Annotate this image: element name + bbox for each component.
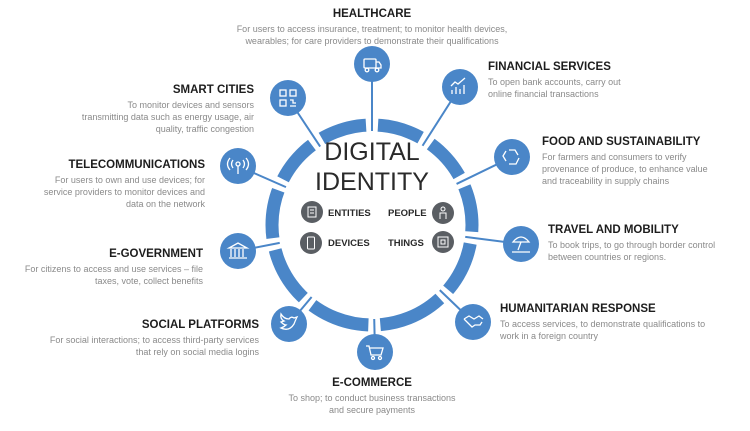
- sector-food-and-sustainability: FOOD AND SUSTAINABILITY For farmers and c…: [542, 136, 708, 187]
- chip-icon: [437, 236, 449, 248]
- description-line: wearables; for care providers to demonst…: [245, 36, 499, 46]
- person-icon: [439, 206, 447, 219]
- sector-title: HUMANITARIAN RESPONSE: [500, 303, 656, 315]
- sector-title: TRAVEL AND MOBILITY: [548, 224, 679, 236]
- sector-travel-and-mobility: TRAVEL AND MOBILITY To book trips, to go …: [548, 224, 715, 263]
- description-line: To open bank accounts, carry out: [488, 77, 621, 87]
- center-title: DIGITAL IDENTITY: [292, 137, 452, 197]
- sector-title: FINANCIAL SERVICES: [488, 61, 611, 73]
- beach-umbrella-icon: [511, 236, 531, 253]
- sector-title: E-GOVERNMENT: [109, 248, 203, 260]
- sector-title: FOOD AND SUSTAINABILITY: [542, 136, 701, 148]
- phone-icon: [307, 236, 315, 250]
- sector-icon-bg: [220, 233, 256, 269]
- sector-financial-services: FINANCIAL SERVICES To open bank accounts,…: [488, 61, 621, 100]
- qr-code-icon: [279, 89, 297, 107]
- sector-title: TELECOMMUNICATIONS: [68, 159, 205, 171]
- description-line: For users to own and use devices; for: [54, 175, 205, 185]
- sector-icon-bg: [442, 69, 478, 105]
- sector-description: For users to own and use devices; for ser…: [44, 174, 205, 210]
- sector-title: SMART CITIES: [172, 84, 254, 96]
- sector-icon-bg: [357, 334, 393, 370]
- description-line: provenance of produce, to enhance value: [542, 164, 708, 174]
- sector-icon-bg: [354, 46, 390, 82]
- ambulance-icon: [363, 58, 382, 73]
- sector-description: To shop; to conduct business transaction…: [222, 392, 522, 416]
- description-line: To book trips, to go through border cont…: [548, 240, 716, 250]
- government-building-icon: [226, 242, 250, 259]
- sector-icon-bg: [494, 139, 530, 175]
- entity-icon-bg: [301, 201, 323, 223]
- sector-description: To open bank accounts, carry out online f…: [488, 76, 621, 100]
- sector-healthcare: HEALTHCARE For users to access insurance,…: [172, 8, 572, 47]
- sector-title: HEALTHCARE: [332, 8, 412, 20]
- description-line: data on the network: [125, 199, 205, 209]
- entity-icon-bg: [432, 231, 454, 253]
- description-line: online financial transactions: [488, 89, 599, 99]
- entity-label-people: PEOPLE: [388, 208, 427, 219]
- description-line: work in a foreign country: [500, 331, 599, 341]
- sector-description: For social interactions; to access third…: [50, 334, 259, 358]
- recycle-icon: [502, 149, 520, 165]
- sector-description: To access services, to demonstrate quali…: [500, 318, 705, 342]
- sector-title: SOCIAL PLATFORMS: [141, 319, 259, 331]
- center-title-line2: IDENTITY: [315, 168, 429, 196]
- sector-description: For users to access insurance, treatment…: [172, 23, 572, 47]
- sector-icon-bg: [270, 80, 306, 116]
- sector-social-platforms: SOCIAL PLATFORMS For social interactions;…: [50, 319, 259, 358]
- description-line: To shop; to conduct business transaction…: [288, 393, 456, 403]
- bird-icon: [279, 312, 299, 330]
- sector-e-government: E-GOVERNMENT For citizens to access and u…: [25, 248, 203, 287]
- description-line: that rely on social media logins: [135, 347, 259, 357]
- chart-icon: [450, 77, 466, 94]
- description-line: To access services, to demonstrate quali…: [500, 319, 706, 329]
- shopping-cart-icon: [366, 345, 384, 361]
- description-line: For social interactions; to access third…: [49, 335, 259, 345]
- description-line: service providers to monitor devices and: [43, 187, 205, 197]
- description-line: For citizens to access and use services …: [24, 264, 203, 274]
- building-icon: [307, 206, 317, 218]
- sector-description: To book trips, to go through border cont…: [548, 239, 715, 263]
- sector-e-commerce: E-COMMERCE To shop; to conduct business t…: [222, 377, 522, 416]
- antenna-icon: [226, 157, 250, 174]
- entity-label-devices: DEVICES: [328, 238, 370, 249]
- sector-title: E-COMMERCE: [332, 377, 412, 389]
- center-title-line1: DIGITAL: [324, 138, 420, 166]
- sector-description: For citizens to access and use services …: [25, 263, 203, 287]
- description-line: To monitor devices and sensors: [127, 100, 254, 110]
- entity-label-entities: ENTITIES: [328, 208, 371, 219]
- sector-telecommunications: TELECOMMUNICATIONS For users to own and u…: [44, 159, 205, 210]
- sector-description: For farmers and consumers to verify prove…: [542, 151, 708, 187]
- description-line: For users to access insurance, treatment…: [236, 24, 508, 34]
- description-line: and secure payments: [328, 405, 416, 415]
- handshake-icon: [463, 315, 484, 328]
- sector-icon-bg: [455, 304, 491, 340]
- entity-label-things: THINGS: [388, 238, 424, 249]
- description-line: transmitting data such as energy usage, …: [81, 112, 254, 122]
- description-line: between countries or regions.: [548, 252, 667, 262]
- description-line: quality, traffic congestion: [155, 124, 254, 134]
- sector-smart-cities: SMART CITIES To monitor devices and senso…: [82, 84, 254, 135]
- description-line: For farmers and consumers to verify: [542, 152, 687, 162]
- sector-icon-bg: [503, 226, 539, 262]
- entity-icon-bg: [300, 232, 322, 254]
- sector-description: To monitor devices and sensors transmitti…: [82, 99, 254, 135]
- description-line: and traceability in supply chains: [542, 176, 670, 186]
- sector-icon-bg: [271, 306, 307, 342]
- sector-humanitarian-response: HUMANITARIAN RESPONSE To access services,…: [500, 303, 705, 342]
- description-line: taxes, vote, collect benefits: [94, 276, 203, 286]
